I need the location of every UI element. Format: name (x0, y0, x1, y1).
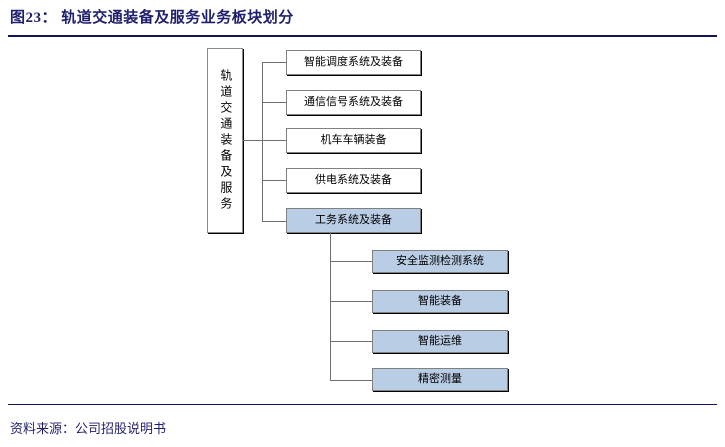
connector-level1-branch-1 (262, 102, 286, 103)
diagram-node-root: 轨道交通装备及服务 (207, 48, 243, 233)
connector-level2-trunk (330, 261, 331, 380)
diagram-node-intelligent-om: 智能运维 (372, 330, 508, 353)
diagram-node-precision-measurement: 精密测量 (372, 368, 508, 391)
connector-level1-branch-0 (262, 62, 286, 63)
diagram-node-communication-signal: 通信信号系统及装备 (286, 90, 421, 115)
page-title: 图23： 轨道交通装备及服务业务板块划分 (10, 10, 294, 26)
connector-level2-branch-2 (330, 341, 373, 342)
connector-level2-branch-1 (330, 301, 373, 302)
connector-level1-branch-4 (262, 221, 286, 222)
connector-level1-branch-3 (262, 180, 286, 181)
diagram-node-intelligent-dispatch: 智能调度系统及装备 (286, 50, 421, 75)
connector-root-stub (243, 140, 263, 141)
org-diagram: 轨道交通装备及服务 智能调度系统及装备 通信信号系统及装备 机车车辆装备 供电系… (0, 40, 725, 400)
footer-divider (8, 404, 717, 405)
diagram-node-safety-monitoring: 安全监测检测系统 (372, 250, 508, 273)
diagram-node-locomotive-vehicle: 机车车辆装备 (286, 128, 421, 153)
title-divider (8, 35, 717, 37)
connector-level1-branch-2 (262, 140, 286, 141)
diagram-node-track-maintenance: 工务系统及装备 (286, 208, 421, 233)
source-note: 资料来源：公司招股说明书 (10, 421, 167, 436)
diagram-node-intelligent-equipment: 智能装备 (372, 290, 508, 313)
connector-level2-branch-0 (330, 261, 373, 262)
connector-level2-branch-3 (330, 380, 373, 381)
diagram-node-power-supply: 供电系统及装备 (286, 168, 421, 193)
connector-level1-trunk (262, 62, 263, 221)
